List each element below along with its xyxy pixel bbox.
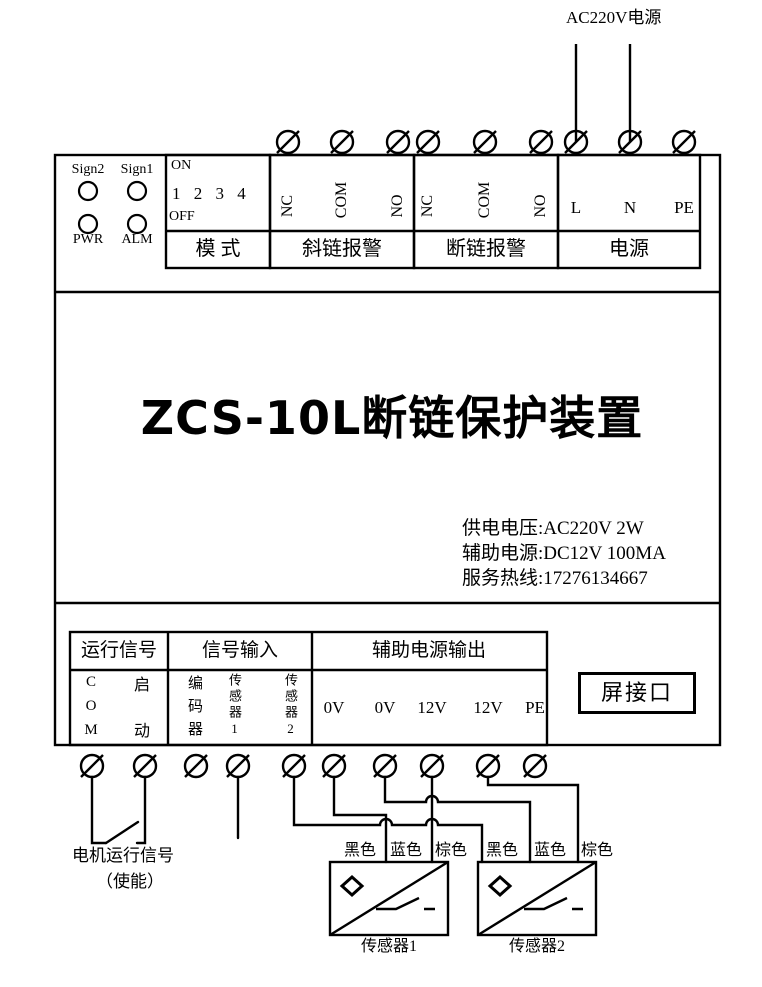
- wire-start: [135, 775, 147, 845]
- sensor1-wire-black-label: 黑色: [344, 842, 377, 859]
- led-sign1-icon: [126, 180, 148, 202]
- screw-terminal-icon: [522, 753, 548, 779]
- screw-terminal-icon: [321, 753, 347, 779]
- mode-dip-numbers: 1 2 3 4: [172, 184, 246, 203]
- wire-sensor2-signal-black: [292, 775, 484, 864]
- screw-terminal-icon: [617, 129, 643, 155]
- mode-block-label: 模 式: [195, 238, 241, 260]
- sensor1-symbol: [328, 860, 450, 937]
- screw-terminal-icon: [563, 129, 589, 155]
- screw-terminal-icon: [281, 753, 307, 779]
- switch-blade-motor: [104, 820, 140, 845]
- screen-port-box: 屏接口: [578, 672, 696, 714]
- aux-terminal-12v-2: 12V: [473, 698, 503, 717]
- sensor2-terminal-label: 传感器2: [283, 673, 298, 739]
- screw-terminal-icon: [528, 129, 554, 155]
- sensor2-symbol: [476, 860, 598, 937]
- screw-terminal-icon: [275, 129, 301, 155]
- sensor2-wire-blue-label: 蓝色: [534, 842, 567, 859]
- sensor1-wire-brown-label: 棕色: [435, 842, 468, 859]
- screw-terminal-icon: [475, 753, 501, 779]
- screw-terminal-icon: [385, 129, 411, 155]
- power-block-label: 电源: [609, 238, 649, 260]
- spec-aux-power: 辅助电源:DC12V 100MA: [462, 543, 666, 564]
- switch-contact-icon: [376, 896, 435, 911]
- screw-terminal-icon: [79, 753, 105, 779]
- power-terminal-l: L: [570, 198, 582, 217]
- sensor2-caption: 传感器2: [508, 938, 566, 955]
- led-pwr-label: PWR: [72, 232, 104, 247]
- wire-12v-sensor2-brown: [486, 775, 580, 864]
- led-sign2-label: Sign2: [71, 162, 105, 177]
- alarm1-terminal-com: COM: [332, 181, 350, 219]
- wire-0v-sensor1-blue: [332, 775, 388, 864]
- sensor1-wire-blue-label: 蓝色: [390, 842, 423, 859]
- power-terminal-n: N: [623, 198, 637, 217]
- alarm2-terminal-com: COM: [475, 181, 493, 219]
- motor-signal-label: 电机运行信号: [72, 846, 174, 865]
- aux-terminal-0v-2: 0V: [374, 698, 396, 717]
- screw-terminal-icon: [415, 129, 441, 155]
- proximity-diamond-icon: [339, 874, 365, 898]
- alarm2-terminal-nc: NC: [418, 194, 436, 218]
- screw-terminal-icon: [372, 753, 398, 779]
- screw-terminal-icon: [671, 129, 697, 155]
- alarm1-terminal-nc: NC: [278, 194, 296, 218]
- motor-signal-enable-label: （使能）: [96, 872, 164, 891]
- aux-terminal-12v-1: 12V: [417, 698, 447, 717]
- spec-supply-voltage: 供电电压:AC220V 2W: [462, 518, 644, 539]
- screw-terminal-icon: [472, 129, 498, 155]
- led-alm-label: ALM: [121, 232, 153, 247]
- sensor1-caption: 传感器1: [360, 938, 418, 955]
- bottom-terminal-row: [79, 753, 548, 779]
- alarm1-block-label: 斜链报警: [302, 238, 382, 260]
- led-sign2-icon: [77, 180, 99, 202]
- sensor1-terminal-label: 传感器1: [227, 673, 242, 739]
- spec-hotline: 服务热线:17276134667: [462, 568, 648, 589]
- power-terminal-pe: PE: [674, 198, 694, 217]
- mode-off-label: OFF: [169, 209, 195, 224]
- screw-terminal-icon: [419, 753, 445, 779]
- aux-terminal-0v-1: 0V: [323, 698, 345, 717]
- sensor2-wire-brown-label: 棕色: [581, 842, 614, 859]
- mode-on-label: ON: [171, 158, 192, 173]
- top-terminal-row: [275, 129, 697, 155]
- led-alm-icon: [126, 213, 148, 235]
- ac-power-label: AC220V电源: [566, 8, 662, 27]
- alarm2-block-label: 断链报警: [446, 238, 526, 260]
- power-box: [556, 153, 702, 270]
- switch-contact-icon: [524, 896, 583, 911]
- run-signal-com-label: COM: [83, 674, 99, 746]
- device-title: ZCS-10L断链保护装置: [140, 391, 644, 445]
- proximity-diamond-icon: [487, 874, 513, 898]
- bottom-blocks-box: [68, 630, 549, 747]
- run-signal-start-label: 启动: [131, 676, 148, 768]
- sensor2-wire-black-label: 黑色: [486, 842, 519, 859]
- signal-input-header: 信号输入: [201, 640, 279, 661]
- alarm1-terminal-no: NO: [388, 194, 406, 218]
- run-signal-header: 运行信号: [80, 640, 158, 661]
- alarm2-terminal-no: NO: [531, 194, 549, 218]
- screw-terminal-icon: [183, 753, 209, 779]
- led-sign1-label: Sign1: [120, 162, 154, 177]
- aux-terminal-pe: PE: [525, 698, 545, 717]
- encoder-terminal-label: 编码器: [186, 675, 202, 744]
- screw-terminal-icon: [225, 753, 251, 779]
- aux-power-header: 辅助电源输出: [371, 640, 487, 661]
- screw-terminal-icon: [329, 129, 355, 155]
- led-pwr-icon: [77, 213, 99, 235]
- wire-com: [90, 775, 108, 845]
